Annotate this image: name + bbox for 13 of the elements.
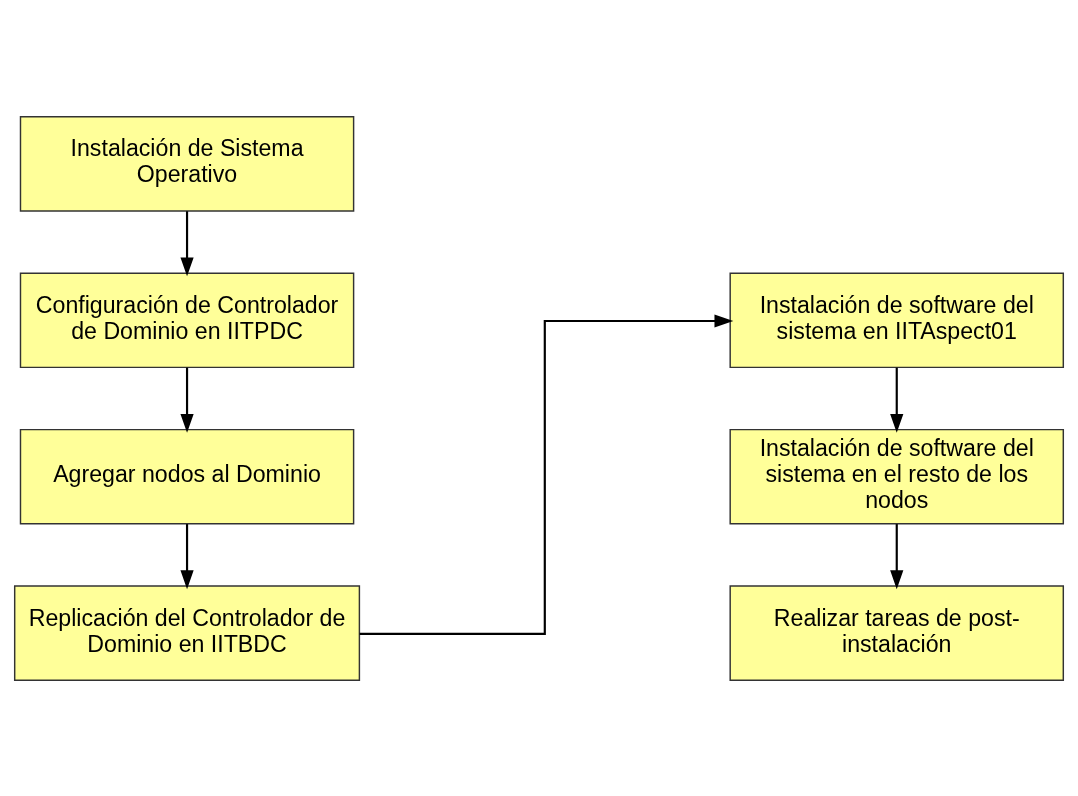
arrow [180, 367, 194, 433]
node-box: Agregar nodos al Dominio [19, 428, 355, 524]
arrow [890, 523, 904, 589]
arrow [180, 210, 194, 276]
node-box: Configuración de Controlador de Dominio en IITPDC [19, 272, 355, 368]
arrow [890, 367, 904, 433]
node-box: Instalación de software del sistema en IITAspect01 [729, 272, 1065, 368]
node-box: Instalación de software del sistema en el resto de los nodos [729, 428, 1065, 524]
arrow [359, 313, 734, 635]
node-box: Realizar tareas de post-instalación [729, 584, 1065, 681]
node-box: Instalación de Sistema Operativo [19, 115, 355, 212]
arrow [180, 523, 194, 589]
node-box: Replicación del Controlador de Dominio en IITBDC [13, 584, 361, 681]
